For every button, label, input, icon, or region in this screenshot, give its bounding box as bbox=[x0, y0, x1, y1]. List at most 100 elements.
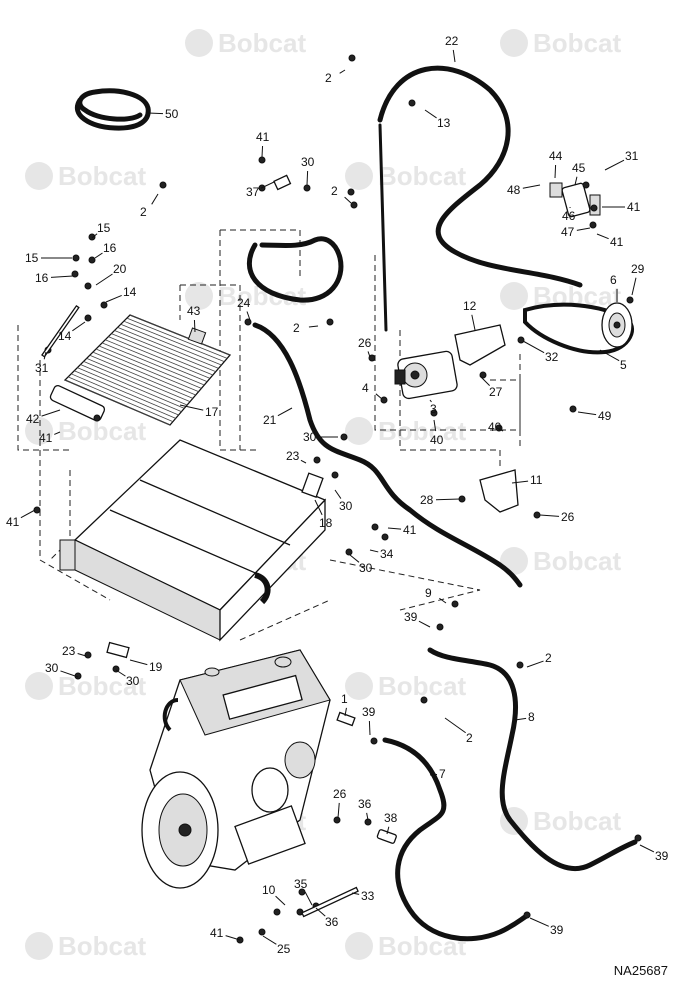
fastener bbox=[516, 661, 524, 669]
engine bbox=[141, 649, 331, 889]
fastener bbox=[100, 301, 108, 309]
hose-22 bbox=[377, 65, 583, 288]
leader-line bbox=[368, 720, 371, 736]
leader-line bbox=[522, 340, 545, 354]
callout-43: 43 bbox=[187, 304, 201, 318]
hose-8 bbox=[427, 647, 638, 872]
leader-line bbox=[386, 826, 390, 835]
callout-24: 24 bbox=[237, 296, 251, 310]
callout-20: 20 bbox=[113, 262, 127, 276]
fasteners bbox=[33, 54, 642, 944]
hose-13-fitting bbox=[378, 123, 388, 332]
callout-42: 42 bbox=[26, 412, 40, 426]
watermark-logo: Bobcat bbox=[345, 416, 466, 446]
leader-line bbox=[574, 176, 578, 186]
callout-48: 48 bbox=[507, 183, 521, 197]
leader-line bbox=[424, 109, 437, 119]
callout-25: 25 bbox=[277, 942, 291, 956]
leader-line bbox=[351, 892, 360, 895]
leader-line bbox=[387, 527, 402, 530]
fastener bbox=[451, 600, 459, 608]
watermark-logo: Bobcat bbox=[25, 671, 146, 701]
leader-line bbox=[375, 393, 383, 400]
svg-text:Bobcat: Bobcat bbox=[58, 416, 146, 446]
callout-16: 16 bbox=[103, 241, 117, 255]
rod-33 bbox=[301, 886, 359, 918]
leader-line bbox=[72, 321, 86, 332]
fastener bbox=[368, 354, 376, 362]
callout-30: 30 bbox=[303, 430, 317, 444]
fastener bbox=[298, 888, 306, 896]
callout-12: 12 bbox=[463, 299, 477, 313]
oil-cooler bbox=[63, 314, 232, 426]
fastener bbox=[84, 314, 92, 322]
leader-lines bbox=[20, 49, 655, 945]
callout-5: 5 bbox=[620, 358, 627, 372]
svg-text:Bobcat: Bobcat bbox=[533, 546, 621, 576]
callout-26: 26 bbox=[358, 336, 372, 350]
callout-41: 41 bbox=[256, 130, 270, 144]
callout-44: 44 bbox=[549, 149, 563, 163]
fastener bbox=[340, 433, 348, 441]
callout-28: 28 bbox=[420, 493, 434, 507]
leader-line bbox=[193, 319, 196, 333]
leader-line bbox=[433, 419, 437, 432]
leader-line bbox=[260, 181, 275, 189]
fastener bbox=[370, 737, 378, 745]
svg-text:Bobcat: Bobcat bbox=[533, 28, 621, 58]
callout-39: 39 bbox=[550, 923, 564, 937]
callout-18: 18 bbox=[319, 516, 333, 530]
callout-2: 2 bbox=[466, 731, 473, 745]
fastener bbox=[350, 201, 358, 209]
leader-line bbox=[50, 275, 74, 278]
callout-40: 40 bbox=[488, 420, 502, 434]
callout-45: 45 bbox=[572, 161, 586, 175]
fastener bbox=[258, 156, 266, 164]
leader-line bbox=[304, 891, 313, 906]
callout-11: 11 bbox=[530, 473, 543, 487]
fastener bbox=[88, 233, 96, 241]
leader-line bbox=[94, 252, 103, 259]
fastener bbox=[159, 181, 167, 189]
fastener bbox=[71, 270, 79, 278]
callout-41: 41 bbox=[6, 515, 20, 529]
leader-line bbox=[275, 895, 286, 906]
leader-line bbox=[435, 498, 461, 501]
svg-text:Bobcat: Bobcat bbox=[378, 416, 466, 446]
fastener bbox=[589, 221, 597, 229]
watermark-logo: Bobcat bbox=[500, 281, 621, 311]
callout-30: 30 bbox=[339, 499, 353, 513]
watermark-logo: Bobcat bbox=[25, 161, 146, 191]
callout-6: 6 bbox=[610, 273, 617, 287]
callout-8: 8 bbox=[528, 710, 535, 724]
watermark-logo: Bobcat bbox=[185, 28, 306, 58]
callout-26: 26 bbox=[333, 787, 347, 801]
compressor bbox=[394, 350, 458, 400]
leader-line bbox=[577, 411, 597, 416]
callout-38: 38 bbox=[384, 811, 398, 825]
callout-40: 40 bbox=[430, 433, 444, 447]
callout-26: 26 bbox=[561, 510, 575, 524]
fastener bbox=[420, 696, 428, 704]
receiver-drier bbox=[49, 385, 106, 422]
fastener bbox=[84, 282, 92, 290]
hoses bbox=[75, 65, 638, 942]
leader-line bbox=[308, 325, 319, 328]
callout-14: 14 bbox=[58, 329, 72, 343]
bracket-18 bbox=[301, 472, 324, 498]
leader-line bbox=[261, 145, 264, 158]
watermark-logo: Bobcat bbox=[345, 671, 466, 701]
callout-30: 30 bbox=[301, 155, 315, 169]
callout-31: 31 bbox=[625, 149, 639, 163]
fastener bbox=[347, 188, 355, 196]
leader-line bbox=[77, 653, 87, 657]
bracket-37 bbox=[273, 174, 292, 191]
callout-41: 41 bbox=[610, 235, 624, 249]
leader-line bbox=[262, 935, 277, 945]
svg-text:Bobcat: Bobcat bbox=[218, 28, 306, 58]
fastener bbox=[582, 181, 590, 189]
leader-line bbox=[439, 597, 447, 604]
leader-line bbox=[315, 907, 326, 917]
fastener bbox=[371, 523, 379, 531]
